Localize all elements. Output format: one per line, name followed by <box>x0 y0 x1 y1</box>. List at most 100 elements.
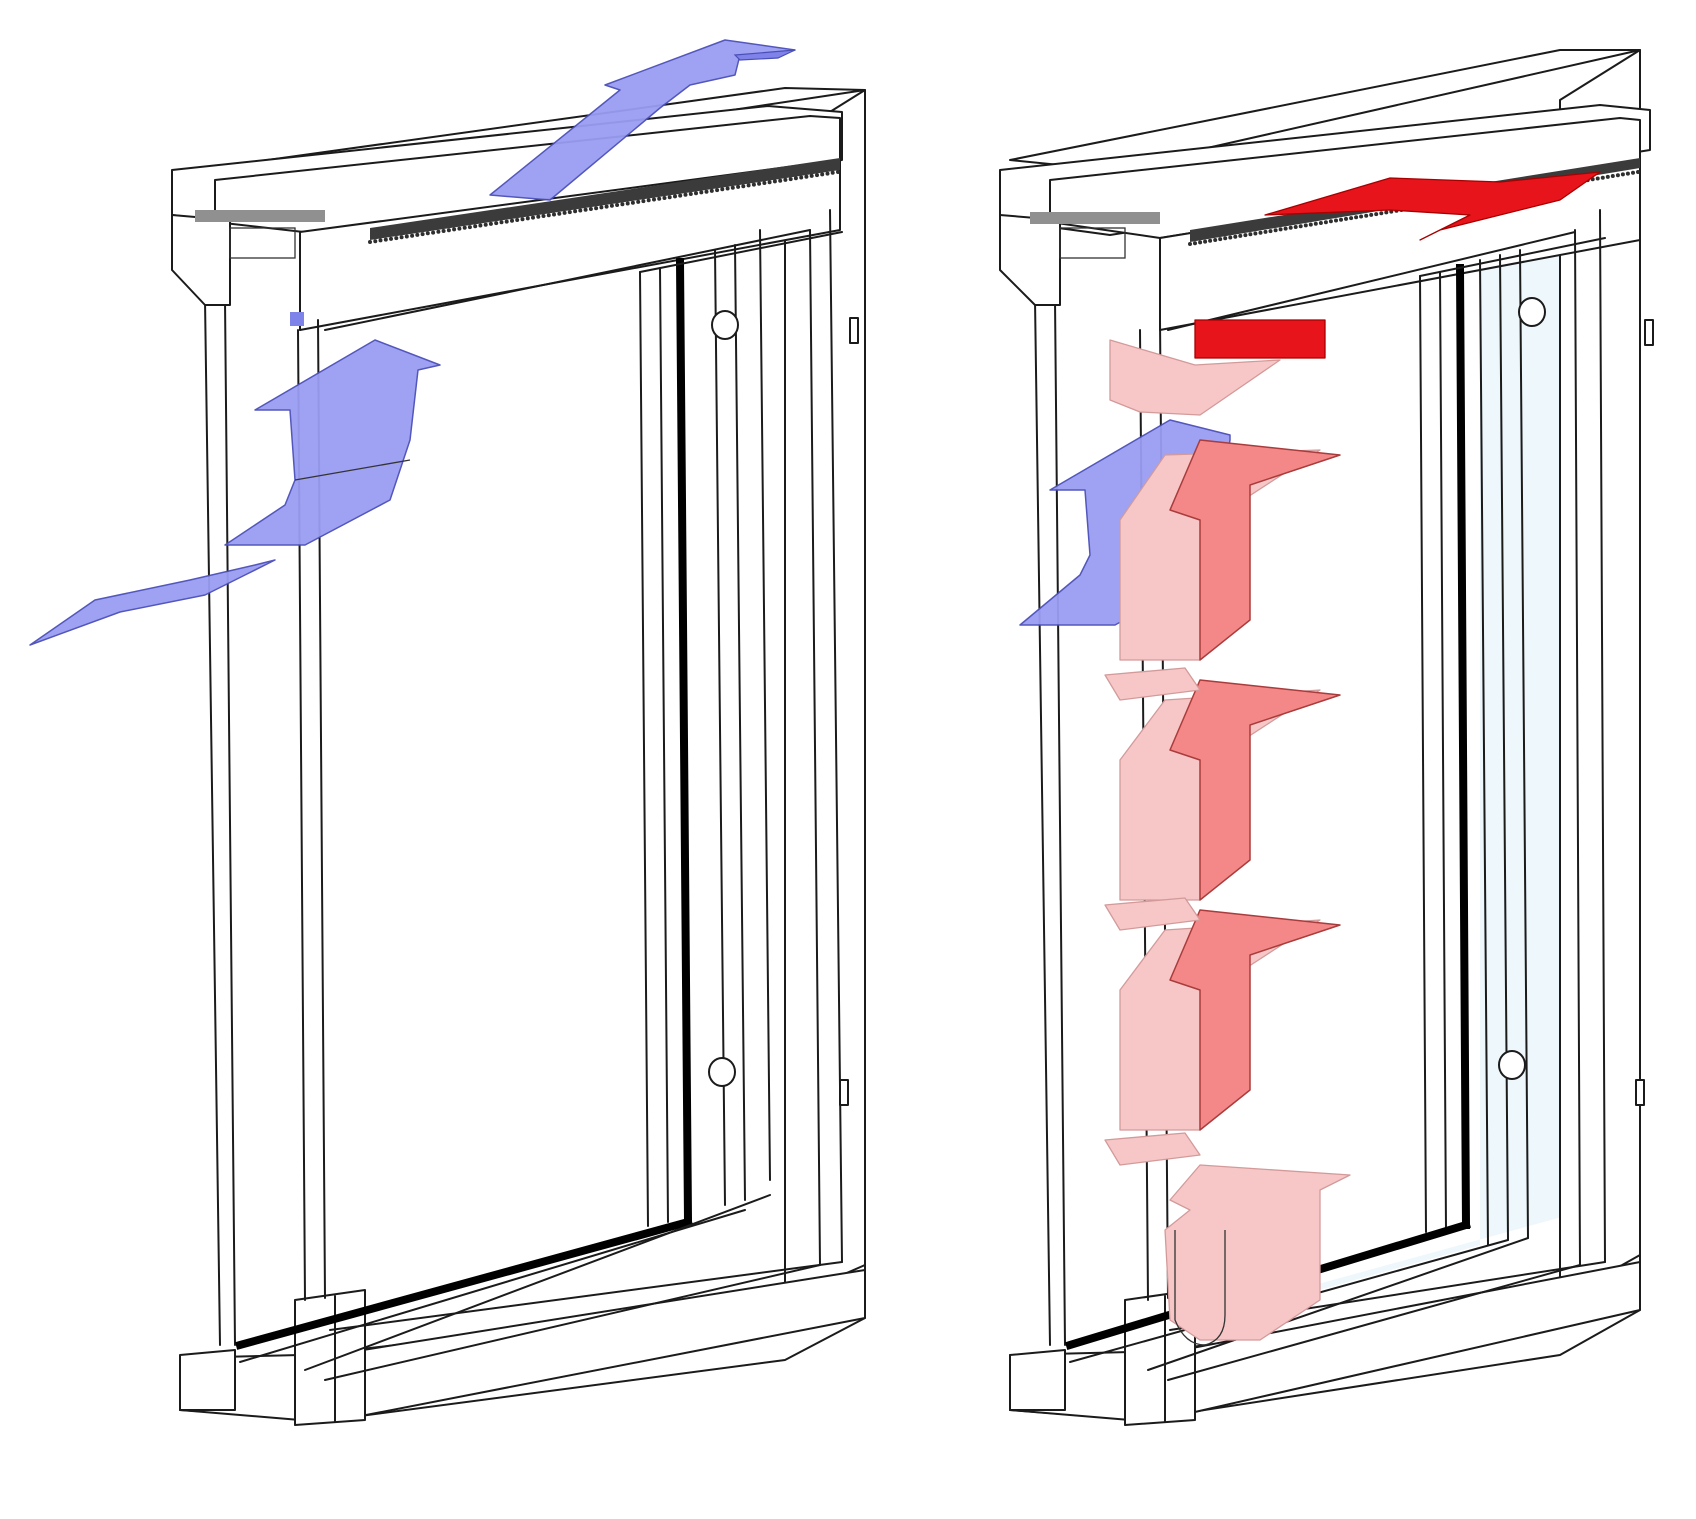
seal-dot <box>1344 216 1348 221</box>
seal-dot <box>1620 172 1625 177</box>
seal-dot <box>567 210 572 215</box>
right-outflow-arrow <box>1264 171 1601 241</box>
right-airflow-arrows <box>1019 171 1601 1346</box>
seal-dot <box>1318 221 1323 225</box>
seal-dot <box>415 232 420 237</box>
seal-dot <box>1323 220 1328 225</box>
seal-dot <box>662 196 667 200</box>
seal-dot <box>383 237 388 242</box>
seal-dot <box>452 227 457 232</box>
right-red-vent <box>1194 319 1326 359</box>
seal-dot <box>504 219 509 224</box>
seal-dot <box>1248 232 1253 237</box>
seal-dot <box>836 170 840 174</box>
seal-dot <box>783 177 788 182</box>
seal-dot <box>1253 231 1258 236</box>
seal-dot <box>1605 174 1610 179</box>
seal-dot <box>772 179 777 184</box>
seal-dot <box>1188 242 1192 246</box>
seal-dot <box>809 173 814 178</box>
seal-dot <box>436 229 441 234</box>
seal-dot <box>478 223 483 228</box>
seal-dot <box>1278 227 1283 232</box>
seal-dot <box>1243 233 1248 238</box>
seal-dot <box>562 210 567 215</box>
seal-dot <box>541 214 546 218</box>
seal-dot <box>1384 210 1389 215</box>
seal-dot <box>1233 234 1238 239</box>
seal-dot <box>1359 214 1364 219</box>
seal-dot <box>1595 176 1600 181</box>
seal-dot <box>699 190 704 195</box>
left-frame-outline <box>171 87 866 1426</box>
seal-dot <box>1308 222 1313 227</box>
seal-dot <box>625 201 630 206</box>
seal-dot <box>657 196 662 201</box>
left-inflow-arrow <box>29 559 276 646</box>
seal-dot <box>536 214 541 219</box>
seal-dot <box>757 181 762 186</box>
seal-dot <box>1374 212 1379 217</box>
seal-dot <box>673 194 677 199</box>
seal-dot <box>1600 175 1605 180</box>
seal-dot <box>1218 237 1223 242</box>
seal-dot <box>1298 224 1303 229</box>
seal-dot <box>1228 235 1233 240</box>
seal-dot <box>457 226 462 231</box>
left-window-panel <box>29 39 866 1426</box>
seal-dot <box>1364 213 1369 218</box>
seal-dot <box>531 215 535 220</box>
seal-dot <box>394 236 399 241</box>
seal-dot <box>1610 174 1615 178</box>
right-glass-pane <box>1140 235 1580 1370</box>
seal-dot <box>552 212 556 217</box>
seal-dot <box>646 198 651 203</box>
seal-dot <box>715 188 720 193</box>
seal-dot <box>751 182 756 187</box>
seal-dot <box>368 240 372 244</box>
seal-dot <box>709 188 714 193</box>
seal-dot <box>720 187 725 192</box>
seal-dot <box>1369 212 1374 217</box>
seal-dot <box>373 239 378 244</box>
seal-dot <box>825 171 830 176</box>
seal-dot <box>1208 238 1213 243</box>
seal-dot <box>499 220 504 225</box>
seal-dot <box>630 200 635 205</box>
seal-dot <box>1238 233 1243 238</box>
seal-dot <box>620 202 625 207</box>
seal-dot <box>515 218 520 222</box>
seal-dot <box>594 206 599 211</box>
seal-dot <box>1273 228 1278 233</box>
seal-dot <box>1223 236 1228 241</box>
seal-dot <box>1258 230 1263 235</box>
seal-dot <box>573 209 578 214</box>
seal-dot <box>1631 170 1635 175</box>
seal-dot <box>1328 219 1333 224</box>
seal-dot <box>730 185 735 190</box>
seal-dot <box>1625 171 1630 176</box>
seal-dot <box>615 203 620 207</box>
seal-dot <box>599 205 604 210</box>
seal-dot <box>520 217 525 222</box>
seal-dot <box>778 178 783 183</box>
seal-dot <box>488 221 493 226</box>
seal-dot <box>473 224 478 229</box>
seal-dot <box>736 184 741 189</box>
right-light-arrow-bottom <box>1164 1164 1351 1341</box>
seal-dot <box>683 192 688 197</box>
seal-dot <box>399 235 404 240</box>
seal-dot <box>694 191 698 196</box>
seal-dot <box>1283 226 1288 231</box>
seal-dot <box>1636 170 1640 174</box>
seal-dot <box>793 176 798 181</box>
seal-dot <box>578 208 583 213</box>
seal-dot <box>410 233 415 238</box>
seal-dot <box>1263 229 1268 234</box>
seal-dot <box>1268 229 1273 234</box>
seal-dot <box>431 230 436 235</box>
seal-dot <box>815 173 819 178</box>
seal-dot <box>420 232 425 237</box>
